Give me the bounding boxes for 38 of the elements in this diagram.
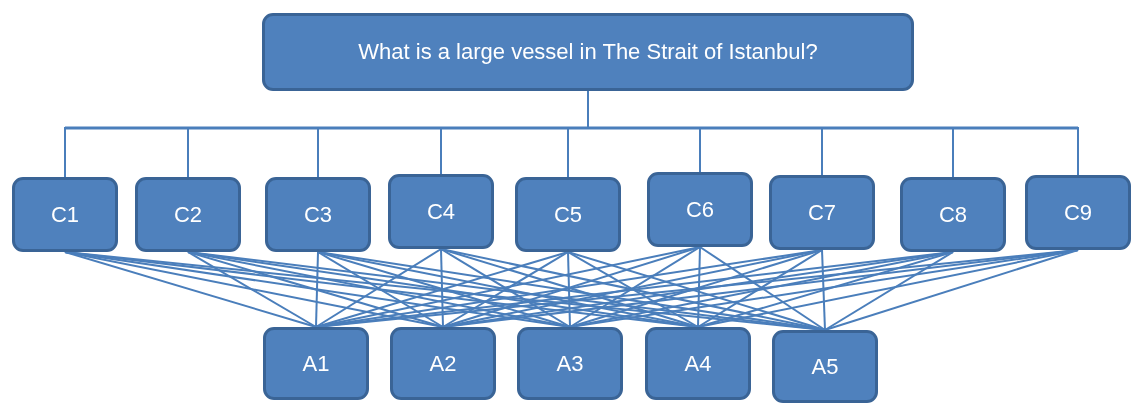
node-label: C7 [807, 199, 837, 226]
node-label: C5 [553, 201, 583, 228]
node-label: C8 [938, 201, 968, 228]
node-label: A5 [811, 353, 839, 380]
node-label: C6 [685, 196, 715, 223]
node-box [900, 177, 1006, 252]
node-box [515, 177, 621, 252]
connector-line [440, 248, 444, 328]
node-box [12, 177, 118, 252]
node-box [263, 327, 369, 400]
connector-line [187, 251, 317, 328]
node-box [390, 327, 496, 400]
node-label: What is a large vessel in The Strait of Istanbul? [358, 39, 818, 65]
node-box [265, 177, 371, 252]
connector-line [824, 251, 954, 331]
node-box [517, 327, 623, 400]
node-box [135, 177, 241, 252]
node-box [647, 172, 753, 247]
node-label: C4 [426, 198, 456, 225]
connector-line [315, 251, 319, 328]
node-box [772, 330, 878, 403]
node-box [388, 174, 494, 249]
node-label: A3 [556, 350, 584, 377]
node-label: C3 [303, 201, 333, 228]
connector-line [567, 251, 571, 328]
node-box [645, 327, 751, 400]
node-label: C9 [1063, 199, 1093, 226]
connector-line [824, 249, 1079, 331]
node-label: A2 [429, 350, 457, 377]
node-label: C1 [50, 201, 80, 228]
node-label: C2 [173, 201, 203, 228]
node-label: A1 [302, 350, 330, 377]
connector-line [821, 249, 826, 331]
node-label: A4 [684, 350, 712, 377]
goal-box [262, 13, 914, 91]
connector-line [697, 246, 701, 328]
node-box [769, 175, 875, 250]
node-box [1025, 175, 1131, 250]
